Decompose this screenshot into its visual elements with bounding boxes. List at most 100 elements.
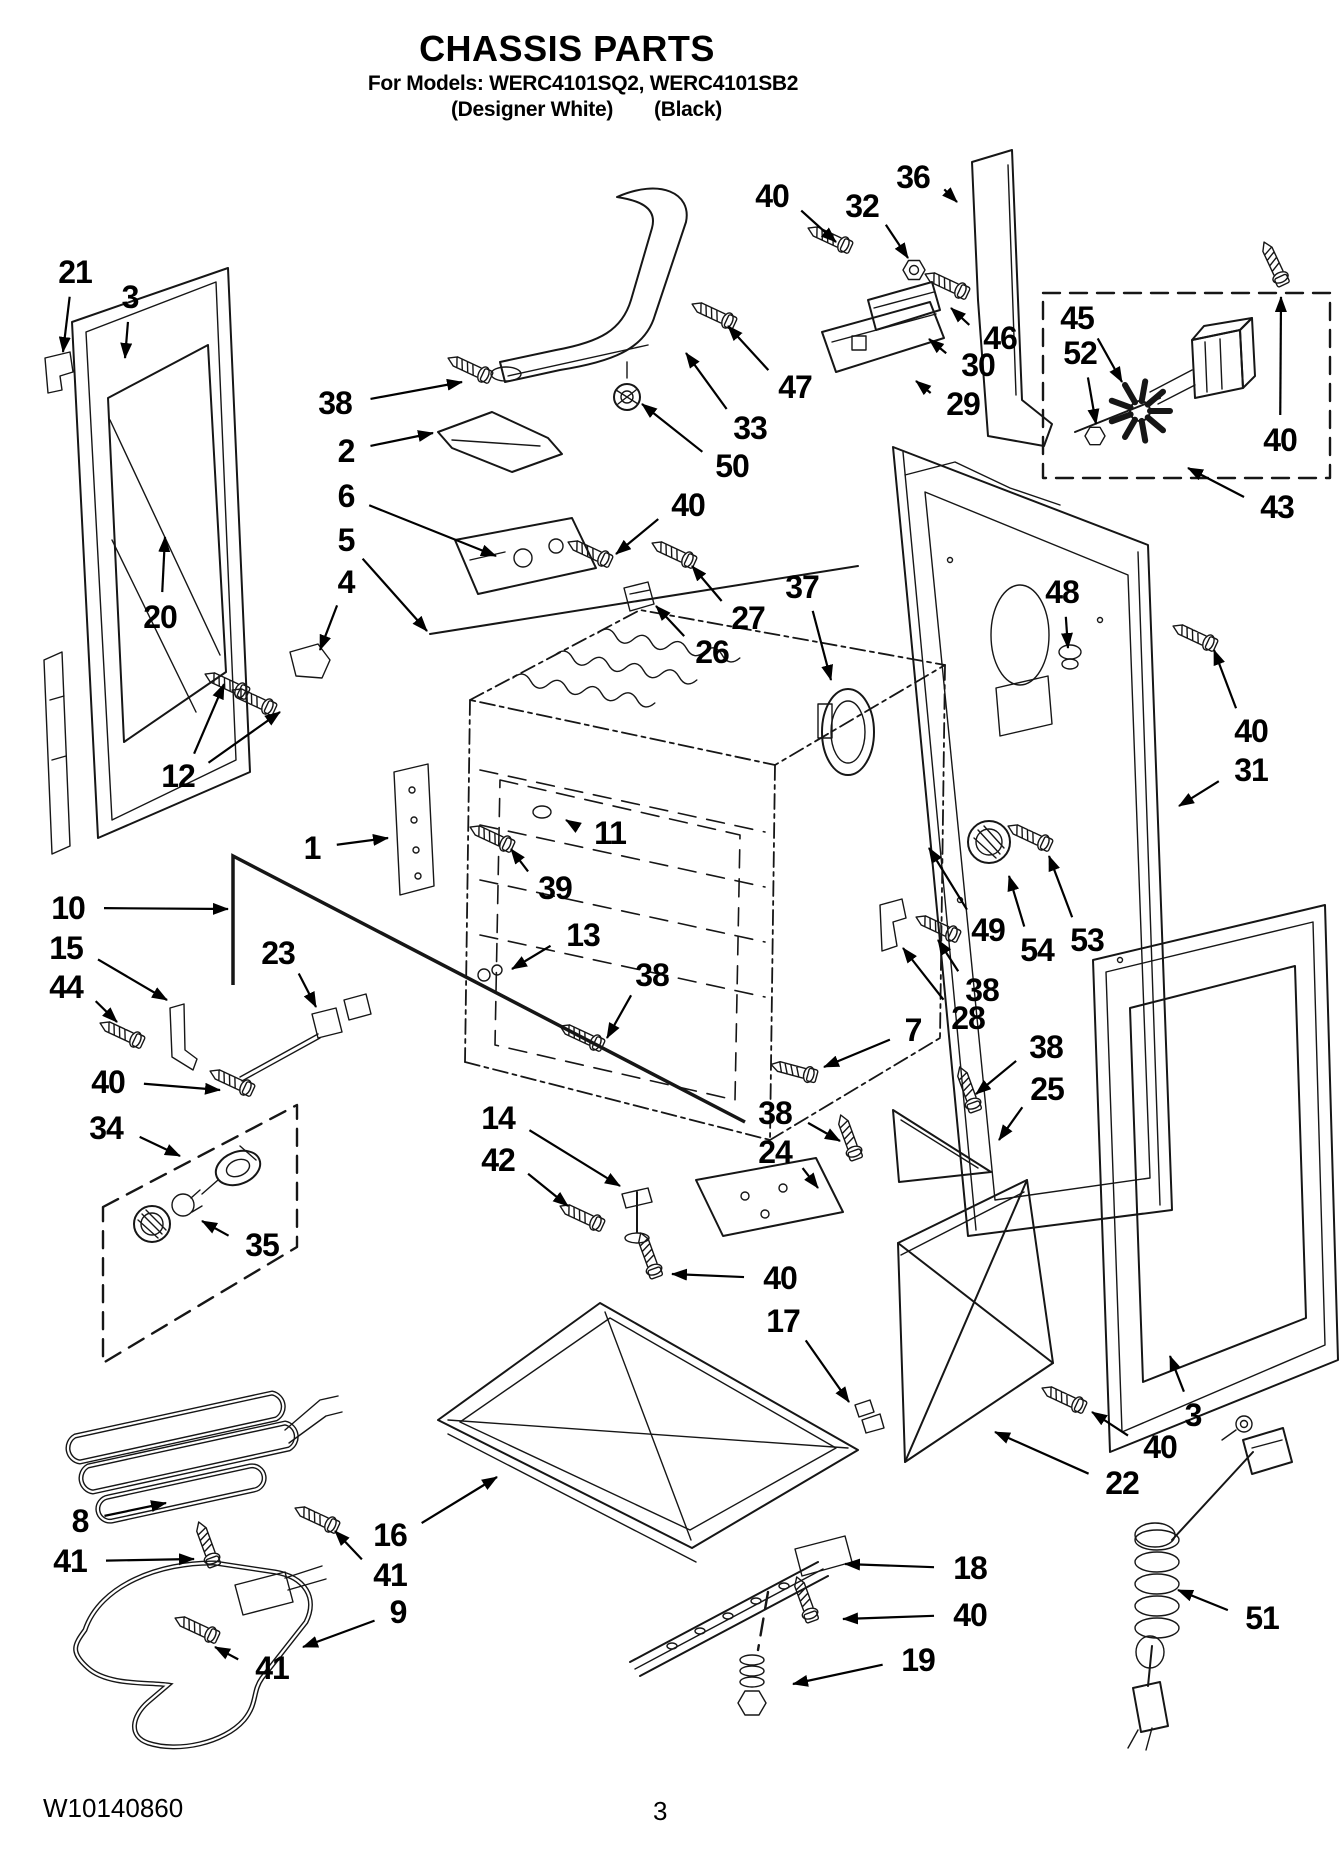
leader-20	[158, 536, 171, 593]
callout-38: 38	[758, 1095, 793, 1131]
callout-40: 40	[953, 1597, 988, 1633]
callout-40: 40	[763, 1260, 798, 1296]
leader-29	[915, 380, 932, 396]
callout-26: 26	[695, 634, 730, 670]
callout-49: 49	[971, 912, 1006, 948]
leader-16	[421, 1476, 498, 1525]
callout-52: 52	[1063, 335, 1098, 371]
callout-41: 41	[53, 1543, 88, 1579]
leader-40	[842, 1612, 935, 1625]
callout-36: 36	[896, 159, 931, 195]
leader-42	[527, 1172, 569, 1207]
leader-43	[1187, 467, 1245, 498]
callout-13: 13	[566, 917, 601, 953]
callout-51: 51	[1245, 1600, 1280, 1636]
leader-38	[975, 1060, 1017, 1095]
callout-41: 41	[373, 1557, 408, 1593]
models-line: For Models: WERC4101SQ2, WERC4101SB2	[367, 72, 799, 95]
latch-26-drawing	[623, 581, 655, 612]
callout-47: 47	[778, 369, 813, 405]
leader-9	[302, 1619, 375, 1649]
leader-48	[1060, 616, 1073, 649]
callout-37: 37	[785, 569, 820, 605]
leader-27	[691, 565, 723, 602]
callout-1: 1	[303, 830, 322, 866]
right-door-drawing	[1092, 904, 1339, 1453]
handle-33-drawing	[490, 187, 688, 411]
leader-18	[844, 1558, 935, 1571]
leader-7	[823, 1038, 891, 1069]
leader-40	[671, 1268, 745, 1281]
callout-3: 3	[121, 279, 140, 315]
leader-6	[368, 504, 497, 558]
leader-38	[606, 994, 633, 1039]
callout-35: 35	[245, 1227, 280, 1263]
leader-44	[94, 1000, 118, 1023]
callout-38: 38	[635, 957, 670, 993]
access-panel-drawing	[897, 1179, 1054, 1463]
callout-42: 42	[481, 1142, 516, 1178]
clip-13-drawing	[477, 964, 503, 982]
callout-45: 45	[1060, 300, 1095, 336]
leader-17	[804, 1339, 850, 1403]
leader-41	[334, 1530, 363, 1561]
leg-14-drawing	[621, 1187, 653, 1244]
callout-29: 29	[946, 386, 981, 422]
leader-3	[1168, 1355, 1185, 1393]
callout-8: 8	[71, 1503, 90, 1539]
leader-53	[1047, 855, 1074, 918]
callout-2: 2	[337, 433, 356, 469]
callout-48: 48	[1045, 574, 1080, 610]
leader-2	[370, 430, 434, 448]
leader-21	[58, 296, 71, 353]
leader-45	[1096, 337, 1123, 383]
variant-white-label: (Designer White)	[450, 98, 614, 121]
leader-5	[361, 557, 428, 632]
leader-12	[193, 683, 226, 755]
broil-element-drawing	[65, 1390, 343, 1524]
base-pan-drawing	[437, 1302, 885, 1563]
leader-40	[800, 209, 837, 243]
leader-4	[318, 604, 339, 651]
page-title: CHASSIS PARTS	[419, 28, 715, 69]
callout-27: 27	[731, 600, 766, 636]
leader-12	[207, 711, 281, 764]
leader-50	[641, 403, 704, 453]
callout-28: 28	[951, 1000, 986, 1036]
callout-21: 21	[58, 254, 93, 290]
leader-28	[902, 947, 945, 1001]
leader-10	[103, 902, 229, 915]
leader-51	[1177, 1588, 1229, 1612]
callout-11: 11	[594, 815, 627, 851]
callout-10: 10	[51, 890, 86, 926]
leader-40	[143, 1082, 221, 1095]
callout-23: 23	[261, 935, 296, 971]
callout-54: 54	[1020, 932, 1055, 968]
leader-39	[510, 848, 529, 873]
callout-44: 44	[49, 969, 84, 1005]
left-door-drawing	[43, 267, 251, 855]
callout-18: 18	[953, 1550, 988, 1586]
fan-assembly-drawing	[1041, 291, 1332, 480]
oven-cavity-drawing	[464, 609, 946, 1141]
callout-41: 41	[255, 1650, 290, 1686]
callout-30: 30	[961, 347, 996, 383]
callout-38: 38	[965, 972, 1000, 1008]
callout-39: 39	[538, 870, 573, 906]
leader-31	[1178, 780, 1220, 807]
leader-49	[928, 847, 968, 911]
rear-panel-drawing	[879, 446, 1173, 1237]
callout-43: 43	[1260, 489, 1295, 525]
callout-53: 53	[1070, 922, 1105, 958]
bracket-24-25-drawing	[695, 1109, 992, 1237]
vent-37-drawing	[817, 688, 875, 776]
plate-1-drawing	[393, 763, 435, 896]
leader-25	[998, 1106, 1024, 1141]
leader-40	[1212, 649, 1238, 709]
leader-36	[942, 187, 958, 203]
sensor-23-drawing	[169, 993, 372, 1082]
callout-20: 20	[143, 599, 178, 635]
leader-11	[565, 819, 582, 834]
callout-25: 25	[1030, 1071, 1065, 1107]
